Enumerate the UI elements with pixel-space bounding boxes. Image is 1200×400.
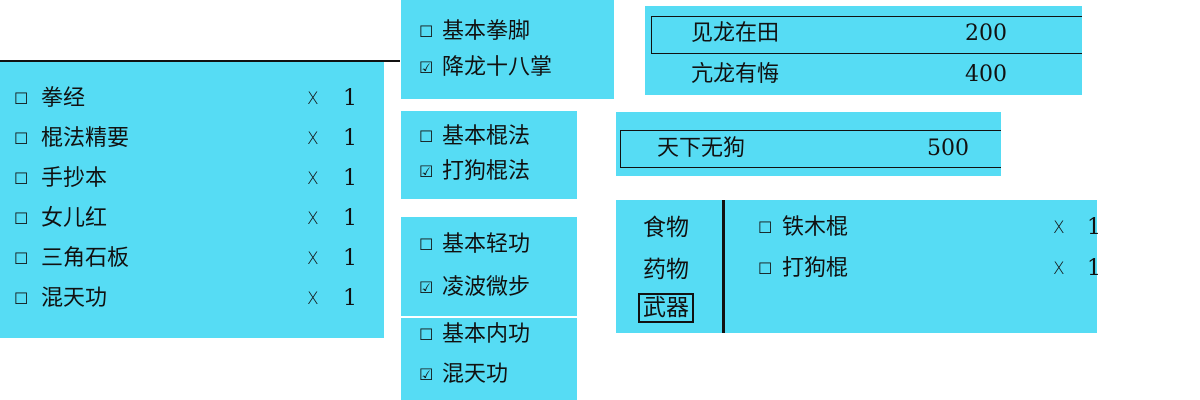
checkbox-icon[interactable]: ☐: [419, 235, 434, 254]
checkbox-icon[interactable]: ☐: [419, 127, 434, 146]
item-quantity: 1: [343, 126, 357, 151]
item-panel-divider: [722, 200, 725, 333]
multiply-sign: X: [307, 289, 319, 309]
multiply-sign: X: [1053, 218, 1065, 238]
weapon-item[interactable]: ☐ 打狗棍 X 1: [616, 252, 1101, 286]
move-cost: 400: [965, 62, 1007, 87]
inventory-item-label: 女儿红: [41, 206, 108, 231]
skill-option-label: 基本内功: [442, 322, 531, 347]
category-tab-label: 药物: [643, 257, 689, 283]
item-panel: 食物药物武器 ☐ 铁木棍 X 1 ☐ 打狗棍 X 1: [616, 200, 1101, 333]
multiply-sign: X: [307, 129, 319, 149]
item-quantity: 1: [343, 246, 357, 271]
item-quantity: 1: [343, 86, 357, 111]
checked-box-icon[interactable]: ☑: [419, 365, 434, 384]
move-option[interactable]: 天下无狗 500: [616, 132, 1001, 166]
multiply-sign: X: [307, 209, 319, 229]
category-tab[interactable]: 食物: [616, 211, 716, 245]
checkbox-icon[interactable]: ☐: [14, 169, 29, 188]
checkbox-icon[interactable]: ☐: [758, 218, 773, 237]
category-tab-label: 食物: [643, 215, 689, 241]
move-name: 见龙在田: [691, 21, 780, 46]
move-option[interactable]: 见龙在田 200: [645, 17, 1082, 51]
skill-option-label: 打狗棍法: [442, 159, 531, 184]
multiply-sign: X: [307, 249, 319, 269]
inventory-panel: ☐ 拳经 X 1 ☐ 棍法精要 X 1 ☐ 手抄本 X 1 ☐ 女儿红 X 1 ☐ 三角石板 X 1 ☐ 混天功 X 1: [0, 62, 384, 338]
inventory-item-label: 棍法精要: [41, 126, 130, 151]
move-name: 亢龙有悔: [691, 62, 780, 87]
checkbox-icon[interactable]: ☐: [14, 289, 29, 308]
inventory-item[interactable]: ☐ 手抄本 X 1: [0, 162, 384, 196]
skill-option-label: 基本棍法: [442, 124, 531, 149]
skill-option-label: 凌波微步: [442, 275, 531, 300]
multiply-sign: X: [1053, 259, 1065, 279]
skill-group-light: ☐ 基本轻功 ☑ 凌波微步: [401, 217, 577, 316]
checkbox-icon[interactable]: ☐: [419, 22, 434, 41]
item-quantity: 1: [1087, 215, 1101, 240]
skill-option-label: 混天功: [442, 362, 509, 387]
moves-panel-dragon: 见龙在田 200 亢龙有悔 400: [645, 6, 1082, 95]
skill-group-fist: ☐ 基本拳脚 ☑ 降龙十八掌: [401, 0, 614, 99]
inventory-item-label: 手抄本: [41, 166, 108, 191]
skill-group-inner: ☐ 基本内功 ☑ 混天功: [401, 318, 577, 400]
category-tab[interactable]: 药物: [616, 253, 716, 287]
item-quantity: 1: [1087, 256, 1101, 281]
category-tab[interactable]: 武器: [616, 291, 716, 325]
skill-option-label: 基本轻功: [442, 232, 531, 257]
move-option[interactable]: 亢龙有悔 400: [645, 58, 1082, 92]
checked-box-icon[interactable]: ☑: [419, 58, 434, 77]
inventory-item-label: 三角石板: [41, 246, 130, 271]
inventory-item[interactable]: ☐ 三角石板 X 1: [0, 242, 384, 276]
weapon-item-label: 打狗棍: [782, 256, 849, 281]
inventory-item[interactable]: ☐ 女儿红 X 1: [0, 202, 384, 236]
category-tab-label: 武器: [638, 293, 694, 323]
move-name: 天下无狗: [657, 136, 746, 161]
skill-option-label: 降龙十八掌: [442, 55, 553, 80]
selected-move-frame: [651, 16, 1082, 54]
item-quantity: 1: [343, 286, 357, 311]
item-quantity: 1: [343, 206, 357, 231]
checkbox-icon[interactable]: ☐: [758, 259, 773, 278]
multiply-sign: X: [307, 169, 319, 189]
moves-panel-dog: 天下无狗 500: [616, 112, 1001, 176]
inventory-item[interactable]: ☐ 拳经 X 1: [0, 82, 384, 116]
inventory-item[interactable]: ☐ 混天功 X 1: [0, 282, 384, 316]
inventory-item[interactable]: ☐ 棍法精要 X 1: [0, 122, 384, 156]
inventory-top-divider: [0, 60, 400, 62]
skill-option[interactable]: ☑ 打狗棍法: [401, 155, 577, 189]
checkbox-icon[interactable]: ☐: [14, 249, 29, 268]
skill-option-label: 基本拳脚: [442, 19, 531, 44]
skill-option[interactable]: ☐ 基本拳脚: [401, 15, 614, 49]
checkbox-icon[interactable]: ☐: [14, 89, 29, 108]
weapon-item-label: 铁木棍: [782, 215, 849, 240]
panel-gap: [401, 203, 577, 213]
skill-option[interactable]: ☐ 基本轻功: [401, 228, 577, 262]
checkbox-icon[interactable]: ☐: [14, 209, 29, 228]
skill-option[interactable]: ☐ 基本棍法: [401, 120, 577, 154]
move-cost: 200: [965, 21, 1007, 46]
checkbox-icon[interactable]: ☐: [14, 129, 29, 148]
skill-group-staff: ☐ 基本棍法 ☑ 打狗棍法: [401, 111, 577, 199]
move-cost: 500: [927, 136, 969, 161]
skill-option[interactable]: ☑ 混天功: [401, 358, 577, 392]
skill-option[interactable]: ☐ 基本内功: [401, 318, 577, 352]
inventory-item-label: 混天功: [41, 286, 108, 311]
multiply-sign: X: [307, 89, 319, 109]
weapon-item[interactable]: ☐ 铁木棍 X 1: [616, 211, 1101, 245]
skill-option[interactable]: ☑ 降龙十八掌: [401, 51, 614, 85]
inventory-item-label: 拳经: [41, 86, 86, 111]
skill-option[interactable]: ☑ 凌波微步: [401, 271, 577, 305]
selected-move-frame: [620, 130, 1001, 168]
checked-box-icon[interactable]: ☑: [419, 162, 434, 181]
item-quantity: 1: [343, 166, 357, 191]
checkbox-icon[interactable]: ☐: [419, 325, 434, 344]
checked-box-icon[interactable]: ☑: [419, 278, 434, 297]
